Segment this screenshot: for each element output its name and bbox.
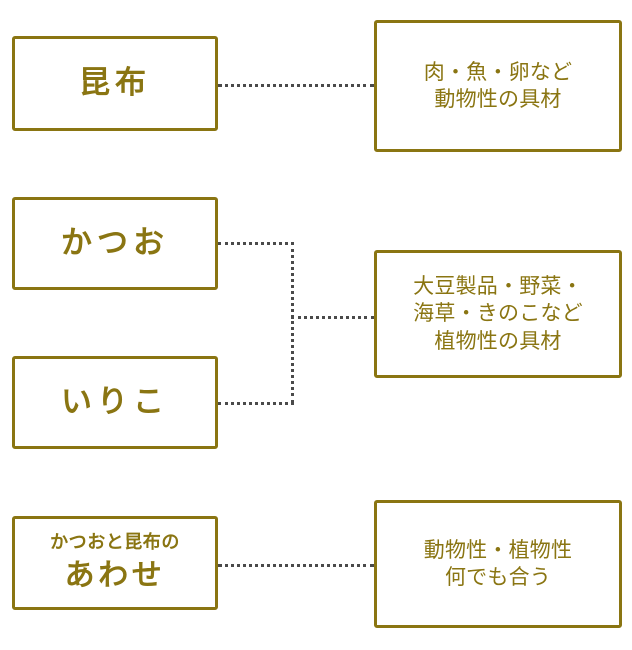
node-awase-label: あわせ <box>64 557 166 593</box>
node-iriko[interactable]: いりこ <box>12 356 218 449</box>
connector-vertical-spine <box>291 242 294 403</box>
node-plant-ingredients[interactable]: 大豆製品・野菜・ 海草・きのこなど 植物性の具材 <box>374 250 622 378</box>
node-both-line-2: 何でも合う <box>444 565 552 589</box>
node-katsuo-label: かつお <box>61 225 169 262</box>
node-animal-ingredients[interactable]: 肉・魚・卵など 動物性の具材 <box>374 20 622 152</box>
node-iriko-label: いりこ <box>61 384 169 421</box>
node-plant-line-1: 大豆製品・野菜・ <box>413 274 583 299</box>
node-awase[interactable]: かつおと昆布の あわせ <box>12 516 218 610</box>
node-animal-line-1: 肉・魚・卵など <box>423 59 573 84</box>
node-plant-line-2: 海草・きのこなど <box>413 301 583 326</box>
node-both-line-1: 動物性・植物性 <box>423 537 573 562</box>
connector-spine-to-plant <box>291 316 374 319</box>
node-katsuo[interactable]: かつお <box>12 197 218 290</box>
connector-kombu-to-animal <box>218 84 374 87</box>
connector-awase-to-both <box>218 564 374 567</box>
node-kombu-label: 昆布 <box>79 65 151 102</box>
connector-iriko-branch <box>218 402 294 405</box>
node-animal-line-2: 動物性の具材 <box>434 87 562 111</box>
node-plant-line-3: 植物性の具材 <box>434 328 562 353</box>
node-awase-sublabel: かつおと昆布の <box>50 532 180 554</box>
connector-katsuo-branch <box>218 242 294 245</box>
node-both-ingredients[interactable]: 動物性・植物性 何でも合う <box>374 500 622 628</box>
node-kombu[interactable]: 昆布 <box>12 36 218 131</box>
